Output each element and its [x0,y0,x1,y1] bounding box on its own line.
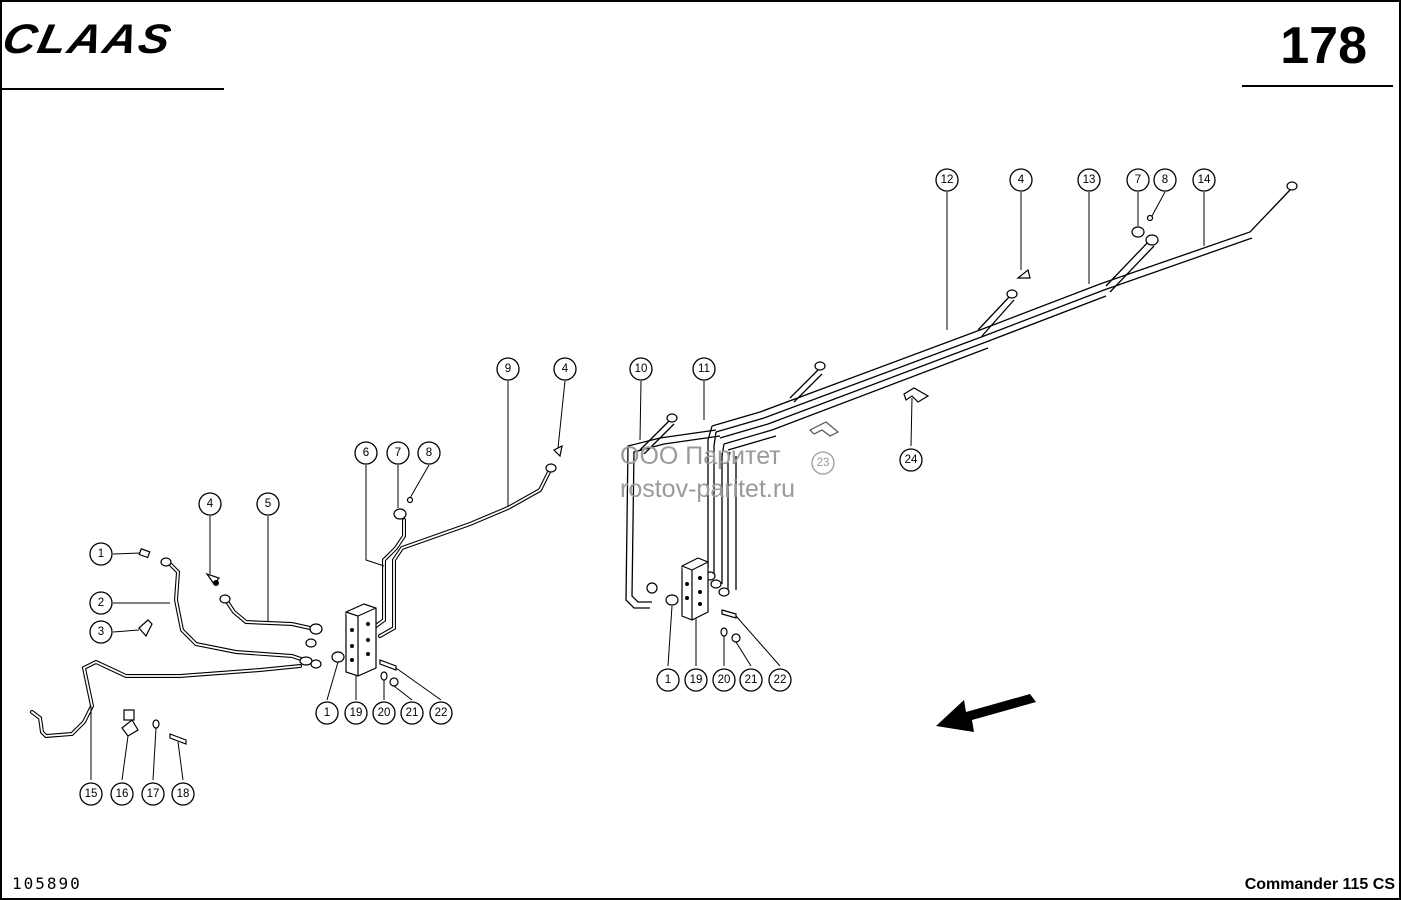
svg-text:1: 1 [665,674,671,686]
callout-11: 11 [692,357,716,381]
callout-6: 6 [354,441,378,465]
svg-text:3: 3 [98,626,104,638]
callout-16: 16 [110,782,134,806]
page-number: 178 [1280,17,1367,75]
svg-text:7: 7 [1135,174,1141,186]
callout-23: 23 [811,451,835,475]
svg-text:23: 23 [817,457,830,469]
svg-text:4: 4 [207,498,214,510]
callout-4b: 4 [553,357,577,381]
callout-19a: 19 [344,701,368,725]
svg-text:5: 5 [265,498,271,510]
callout-12: 12 [935,168,959,192]
logo-underline [0,88,224,90]
callout-13: 13 [1077,168,1101,192]
callout-19b: 19 [684,668,708,692]
svg-text:20: 20 [378,707,391,719]
svg-text:22: 22 [435,707,448,719]
svg-text:15: 15 [85,788,98,800]
callout-20a: 20 [372,701,396,725]
callout-24: 24 [899,448,923,472]
svg-text:2: 2 [98,597,104,609]
callout-9: 9 [496,357,520,381]
svg-text:8: 8 [1162,174,1168,186]
svg-text:12: 12 [941,174,954,186]
pipe-bundle-right [625,181,1298,643]
pipe-15-assembly [30,659,302,745]
callout-21b: 21 [739,668,763,692]
callout-4c: 4 [1009,168,1033,192]
callout-18: 18 [171,782,195,806]
callout-7b: 7 [1126,168,1150,192]
svg-text:21: 21 [745,674,758,686]
callout-1b: 1 [315,701,339,725]
svg-text:17: 17 [147,788,160,800]
svg-text:24: 24 [905,454,918,466]
callout-7a: 7 [386,441,410,465]
svg-text:8: 8 [426,447,432,459]
callout-5: 5 [256,492,280,516]
svg-text:13: 13 [1083,174,1096,186]
callout-14: 14 [1192,168,1216,192]
distribution-block-left [331,444,563,687]
callout-22a: 22 [429,701,453,725]
callout-22b: 22 [768,668,792,692]
page-number-underline [1242,85,1393,87]
callout-15: 15 [79,782,103,806]
callout-4a: 4 [198,492,222,516]
callout-10: 10 [629,357,653,381]
callout-3: 3 [89,620,113,644]
drawing-number: 105890 [12,874,82,893]
callout-20b: 20 [712,668,736,692]
svg-text:7: 7 [395,447,401,459]
svg-text:6: 6 [363,447,369,459]
svg-text:10: 10 [635,363,648,375]
pipe-assembly-left-small [138,548,323,669]
svg-text:16: 16 [116,788,129,800]
callout-17: 17 [141,782,165,806]
watermark-url: rostov-paritet.ru [620,474,796,503]
watermark-company: ООО Паритет [620,442,781,470]
svg-text:19: 19 [350,707,363,719]
svg-text:1: 1 [324,707,330,719]
svg-text:18: 18 [177,788,190,800]
svg-text:1: 1 [98,548,104,560]
svg-text:22: 22 [774,674,787,686]
model-name: Commander 115 CS [1244,876,1395,893]
svg-text:20: 20 [718,674,731,686]
callout-21a: 21 [400,701,424,725]
svg-text:9: 9 [505,363,511,375]
svg-text:21: 21 [406,707,419,719]
callout-8b: 8 [1153,168,1177,192]
leader-lines [90,191,1205,781]
watermark: ООО Паритет rostov-paritet.ru [620,440,795,505]
direction-arrow [936,694,1036,732]
callout-1c: 1 [656,668,680,692]
callout-2: 2 [89,591,113,615]
svg-text:4: 4 [562,363,569,375]
svg-text:19: 19 [690,674,703,686]
svg-text:14: 14 [1198,174,1211,186]
callout-1a: 1 [89,542,113,566]
callout-8a: 8 [417,441,441,465]
svg-text:11: 11 [698,363,710,375]
svg-text:4: 4 [1018,174,1025,186]
